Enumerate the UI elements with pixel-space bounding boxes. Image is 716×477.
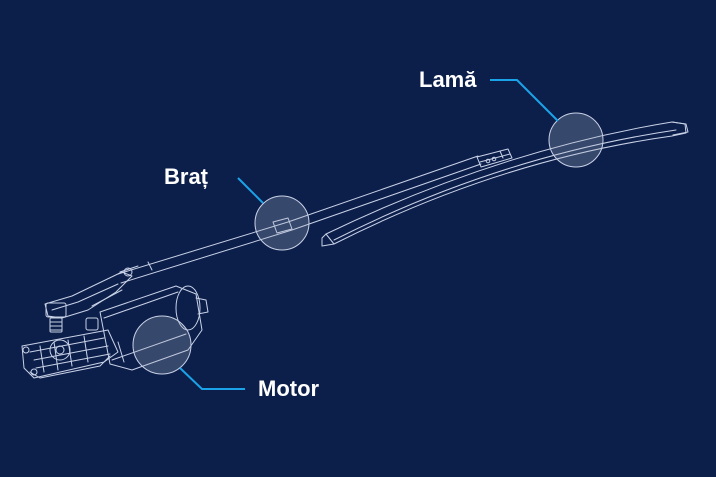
blade-callout-line [490,79,559,122]
arm-label: Braț [164,164,209,189]
wiper-arm [117,155,482,284]
motor-label: Motor [258,376,320,401]
motor-callout-line [179,367,245,390]
wiper-blade [321,121,689,247]
blade-highlight-circle [548,112,604,168]
arm-base [44,267,133,319]
linkage-assembly [21,317,119,379]
motor-highlight-circle [132,315,192,375]
arm-highlight-circle [254,195,310,251]
wiper-motor [99,285,209,371]
arm-callout-line [237,177,264,204]
blade-label: Lamă [419,67,477,92]
